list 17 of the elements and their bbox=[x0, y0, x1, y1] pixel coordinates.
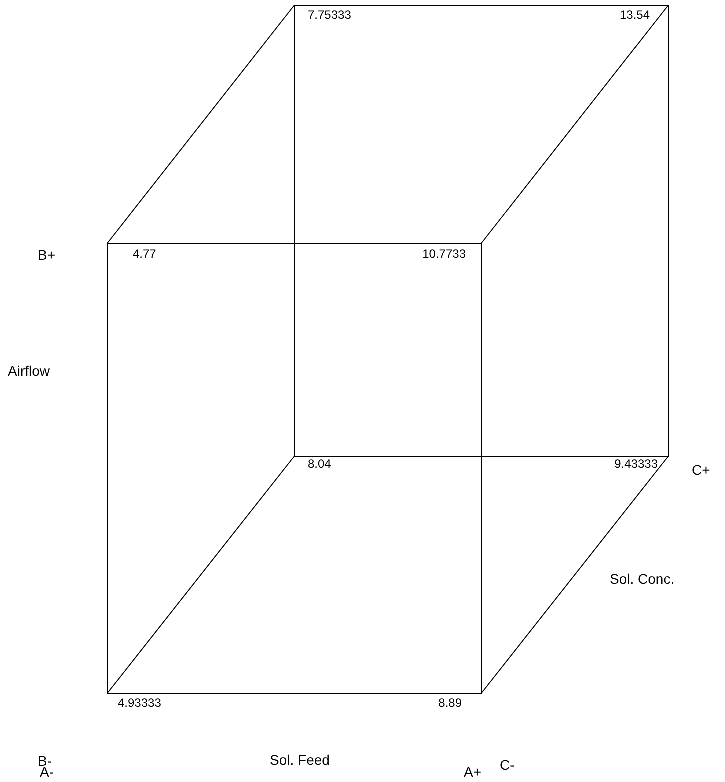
corner-value: 4.93333 bbox=[118, 697, 162, 709]
corner-value: 9.43333 bbox=[614, 458, 658, 470]
corner-value: 8.89 bbox=[438, 697, 462, 709]
axis-level-label: B+ bbox=[38, 248, 56, 262]
axis-level-label: B- bbox=[38, 754, 52, 768]
axis-label: Sol. Conc. bbox=[610, 572, 675, 586]
axis-level-label: A+ bbox=[464, 765, 482, 779]
corner-value: 10.7733 bbox=[422, 248, 466, 260]
corner-value: 13.54 bbox=[620, 9, 650, 21]
corner-value: 4.77 bbox=[133, 248, 156, 260]
axis-label: Sol. Feed bbox=[270, 753, 330, 767]
axis-level-label: C- bbox=[500, 758, 515, 772]
corner-value: 8.04 bbox=[308, 458, 332, 470]
axis-label: Airflow bbox=[8, 364, 50, 378]
axis-level-label: A- bbox=[40, 765, 54, 779]
axis-level-label: C+ bbox=[692, 463, 710, 477]
corner-value: 7.75333 bbox=[308, 9, 352, 21]
